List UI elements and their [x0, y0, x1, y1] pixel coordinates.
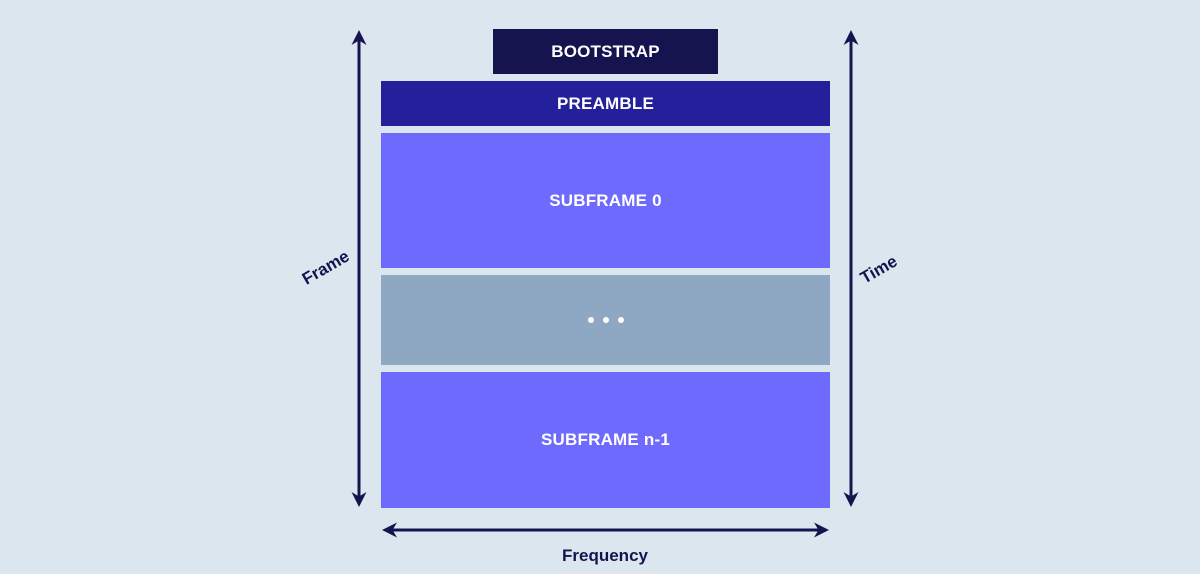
subframe-n-1-block: SUBFRAME n-1	[381, 372, 830, 508]
subframe-0-label: SUBFRAME 0	[549, 190, 662, 210]
ellipsis-block	[381, 275, 830, 365]
bootstrap-label: BOOTSTRAP	[551, 41, 660, 61]
preamble-label: PREAMBLE	[557, 93, 654, 113]
dot	[587, 317, 594, 323]
subframe-n-1-label: SUBFRAME n-1	[541, 430, 670, 449]
preamble-block: PREAMBLE	[381, 81, 830, 126]
frequency-axis-label: Frequency	[562, 546, 648, 565]
bootstrap-block: BOOTSTRAP	[493, 29, 718, 74]
dot	[617, 317, 624, 323]
ellipsis-dots	[587, 317, 624, 323]
dot	[602, 317, 609, 323]
subframe-0-block: SUBFRAME 0	[381, 133, 830, 268]
